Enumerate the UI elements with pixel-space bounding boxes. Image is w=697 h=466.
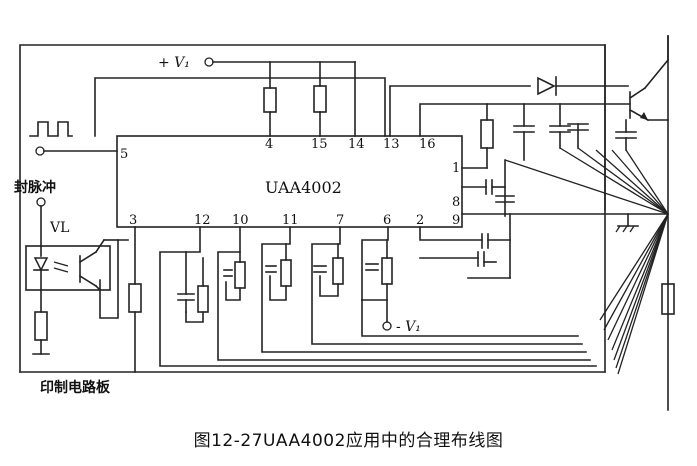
pin-16: 16 — [419, 137, 436, 152]
supply-pos — [204, 57, 356, 137]
pin-12: 12 — [194, 213, 211, 228]
resistor-r2 — [313, 85, 327, 113]
pin-13: 13 — [383, 137, 400, 152]
pin1-branch — [461, 103, 494, 169]
load-resistor — [661, 283, 675, 315]
pcb-label: 印制电路板 — [40, 379, 111, 396]
pin-1: 1 — [452, 161, 460, 176]
optocoupler-label: VL — [49, 220, 69, 236]
pin-6: 6 — [383, 213, 391, 228]
resistor-r1 — [263, 87, 277, 113]
pin-11: 11 — [282, 213, 299, 228]
supply-neg-label: - V₁ — [396, 319, 421, 335]
block-pulse-label: 封脉冲 — [14, 179, 56, 196]
right-rail — [661, 35, 675, 411]
pin2-branch — [419, 213, 511, 279]
resistor-r3 — [480, 119, 494, 149]
pin13-16-wiring — [389, 35, 670, 137]
led-icon — [33, 257, 49, 272]
pulse-input — [29, 121, 118, 156]
pin-9: 9 — [452, 213, 460, 228]
pin9-ground — [461, 213, 669, 233]
diode-icon — [537, 76, 556, 96]
pin-10: 10 — [232, 213, 249, 228]
pin-labels: 5 4 15 14 13 16 1 8 9 3 12 10 11 7 6 2 — [120, 137, 460, 228]
pin3-branch — [99, 226, 142, 373]
pulse-waveform-icon — [29, 121, 73, 137]
caps-right — [513, 103, 637, 161]
supply-pos-label: + V₁ — [158, 55, 190, 71]
pin-5: 5 — [120, 147, 128, 162]
star-ground-wires — [504, 147, 669, 375]
optocoupler — [25, 197, 119, 355]
wire-top-loop — [94, 77, 386, 137]
pin-15: 15 — [311, 137, 328, 152]
pin-14: 14 — [348, 137, 365, 152]
pin-2: 2 — [416, 213, 424, 228]
pin-3: 3 — [129, 213, 137, 228]
pin-7: 7 — [336, 213, 344, 228]
bottom-rc-networks — [159, 226, 597, 367]
figure-caption: 图12-27UAA4002应用中的合理布线图 — [193, 431, 504, 451]
pcb-outline — [19, 44, 606, 373]
pin-8: 8 — [452, 195, 460, 210]
chip-label: UAA4002 — [265, 178, 342, 197]
pin-4: 4 — [265, 137, 273, 152]
pin8-branch — [461, 159, 515, 217]
